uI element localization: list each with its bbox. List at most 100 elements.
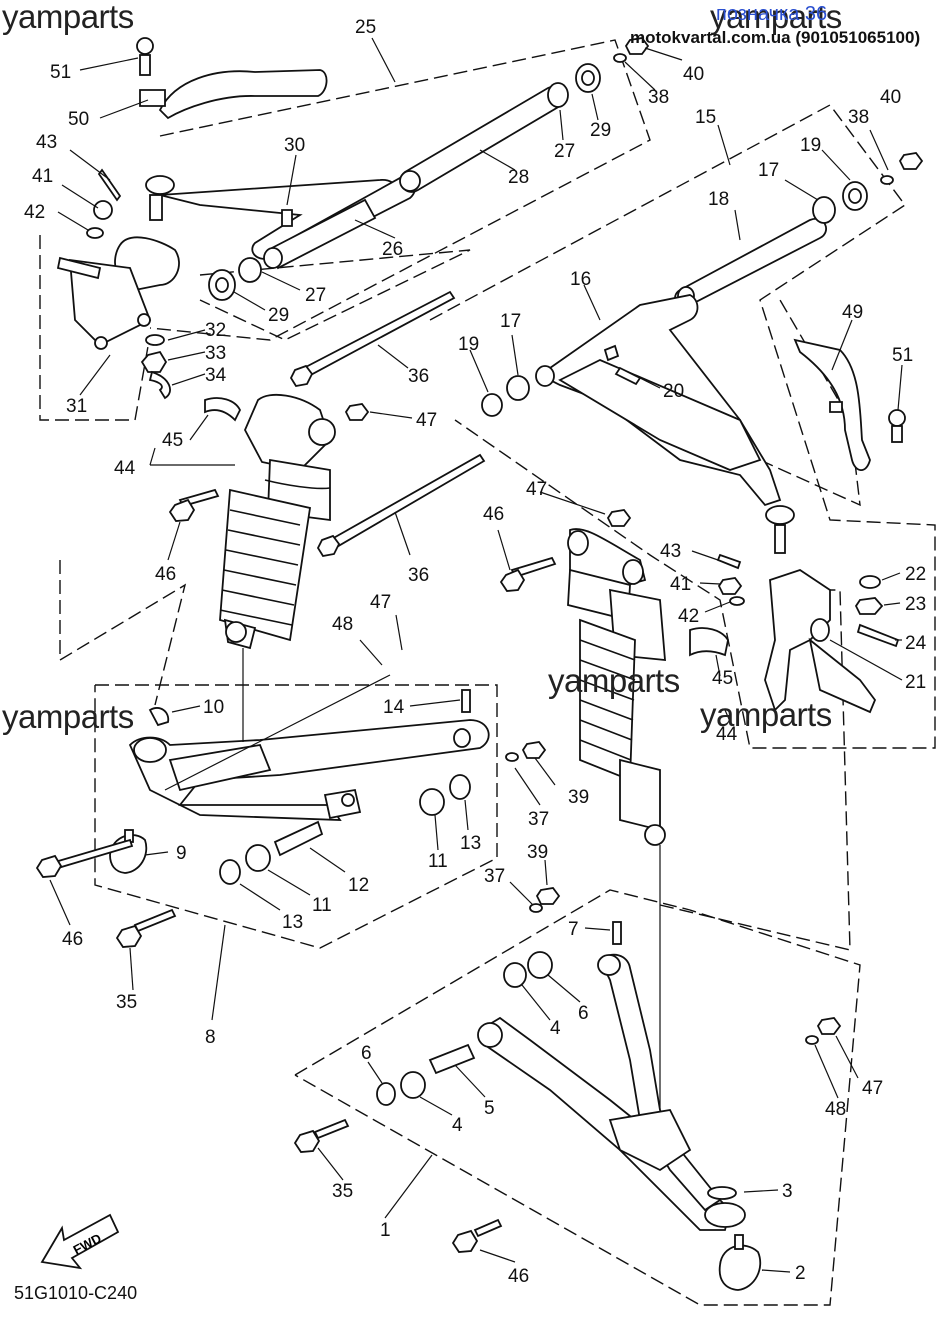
assembly-lines bbox=[164, 648, 661, 1110]
callout-48: 48 bbox=[332, 614, 353, 635]
callout-47: 47 bbox=[370, 592, 391, 613]
callout-8: 8 bbox=[205, 1027, 216, 1048]
watermark-top-left: yamparts bbox=[2, 0, 134, 35]
callout-50: 50 bbox=[68, 109, 89, 130]
bracket-49 bbox=[793, 338, 906, 472]
callout-10: 10 bbox=[203, 697, 224, 718]
callout-51: 51 bbox=[892, 345, 913, 366]
callout-37: 37 bbox=[528, 809, 549, 830]
callout-16: 16 bbox=[570, 269, 591, 290]
shock-absorber-right bbox=[499, 509, 729, 846]
callout-35: 35 bbox=[332, 1181, 353, 1202]
callout-47: 47 bbox=[416, 410, 437, 431]
callout-15: 15 bbox=[695, 107, 716, 128]
callout-24: 24 bbox=[905, 633, 927, 654]
callout-43: 43 bbox=[660, 541, 681, 562]
callout-37: 37 bbox=[484, 866, 505, 887]
watermark-mid-center: yamparts bbox=[548, 662, 680, 699]
callout-36: 36 bbox=[408, 565, 429, 586]
callout-29: 29 bbox=[590, 120, 611, 141]
callout-5: 5 bbox=[484, 1098, 495, 1119]
callout-39: 39 bbox=[527, 842, 548, 863]
callout-33: 33 bbox=[205, 343, 226, 364]
callout-11: 11 bbox=[312, 895, 332, 916]
callout-18: 18 bbox=[708, 189, 729, 210]
site-caption: motokvartal.com.ua (901051065100) bbox=[630, 28, 921, 47]
callout-25: 25 bbox=[355, 17, 376, 38]
callout-46: 46 bbox=[508, 1266, 529, 1287]
callout-38: 38 bbox=[848, 107, 869, 128]
callout-42: 42 bbox=[24, 202, 45, 223]
callout-45: 45 bbox=[712, 668, 733, 689]
callout-23: 23 bbox=[905, 594, 926, 615]
callout-47: 47 bbox=[526, 479, 547, 500]
callout-38: 38 bbox=[648, 87, 669, 108]
callout-30: 30 bbox=[284, 135, 305, 156]
callout-39: 39 bbox=[568, 787, 589, 808]
callout-44: 44 bbox=[114, 458, 136, 479]
callout-11: 11 bbox=[428, 851, 448, 872]
callout-41: 41 bbox=[32, 166, 53, 187]
long-bolts-36 bbox=[289, 290, 486, 557]
watermark-mid-right: yamparts bbox=[700, 696, 832, 733]
callout-41: 41 bbox=[670, 574, 691, 595]
callout-32: 32 bbox=[205, 320, 226, 341]
callout-20: 20 bbox=[663, 381, 684, 402]
callout-1: 1 bbox=[380, 1220, 391, 1241]
callout-27: 27 bbox=[305, 285, 326, 306]
callout-34: 34 bbox=[205, 365, 227, 386]
callout-7: 7 bbox=[568, 919, 579, 940]
callout-29: 29 bbox=[268, 305, 289, 326]
fwd-arrow: FWD bbox=[40, 1213, 120, 1270]
watermark-top-right: yamparts bbox=[710, 0, 842, 35]
callout-4: 4 bbox=[452, 1115, 463, 1136]
callout-labels: 25 51 50 40 38 40 43 41 42 30 28 27 29 1… bbox=[24, 17, 927, 1287]
callout-40: 40 bbox=[880, 87, 901, 108]
callout-17: 17 bbox=[500, 311, 521, 332]
callout-19: 19 bbox=[458, 334, 479, 355]
callout-40: 40 bbox=[683, 64, 704, 85]
callout-51: 51 bbox=[50, 62, 71, 83]
callout-35: 35 bbox=[116, 992, 137, 1013]
callout-26: 26 bbox=[382, 239, 403, 260]
callout-14: 14 bbox=[383, 697, 405, 718]
callout-3: 3 bbox=[782, 1181, 793, 1202]
callout-36: 36 bbox=[408, 366, 429, 387]
bushings-top bbox=[208, 37, 650, 301]
shock-absorber-left bbox=[168, 393, 370, 650]
callout-28: 28 bbox=[508, 167, 529, 188]
callout-6: 6 bbox=[578, 1003, 589, 1024]
diagram-code: 51G1010-C240 bbox=[14, 1283, 138, 1303]
callout-46: 46 bbox=[155, 564, 176, 585]
callout-6: 6 bbox=[361, 1043, 372, 1064]
callout-13: 13 bbox=[282, 912, 303, 933]
callout-9: 9 bbox=[176, 843, 187, 864]
callout-13: 13 bbox=[460, 833, 481, 854]
callout-22: 22 bbox=[905, 564, 926, 585]
callout-2: 2 bbox=[795, 1263, 806, 1284]
callout-47: 47 bbox=[862, 1078, 883, 1099]
upper-arm-right-assembly bbox=[481, 152, 924, 554]
callout-45: 45 bbox=[162, 430, 183, 451]
callout-43: 43 bbox=[36, 132, 57, 153]
lower-arm-bottom-assembly bbox=[293, 887, 842, 1291]
callout-21: 21 bbox=[905, 672, 926, 693]
callout-12: 12 bbox=[348, 875, 369, 896]
knuckle-right bbox=[716, 553, 900, 714]
callout-31: 31 bbox=[66, 396, 87, 417]
callout-42: 42 bbox=[678, 606, 699, 627]
callout-48: 48 bbox=[825, 1099, 846, 1120]
callout-19: 19 bbox=[800, 135, 821, 156]
callout-27: 27 bbox=[554, 141, 575, 162]
callout-4: 4 bbox=[550, 1018, 561, 1039]
marker-badge: позначка 36 bbox=[716, 3, 828, 25]
callout-leaders bbox=[49, 37, 903, 1273]
callout-46: 46 bbox=[483, 504, 504, 525]
callout-49: 49 bbox=[842, 302, 863, 323]
callout-17: 17 bbox=[758, 160, 779, 181]
callout-44: 44 bbox=[716, 724, 738, 745]
lower-arm-mid-assembly bbox=[35, 689, 547, 948]
watermark-mid-left: yamparts bbox=[2, 698, 134, 735]
callout-46: 46 bbox=[62, 929, 83, 950]
